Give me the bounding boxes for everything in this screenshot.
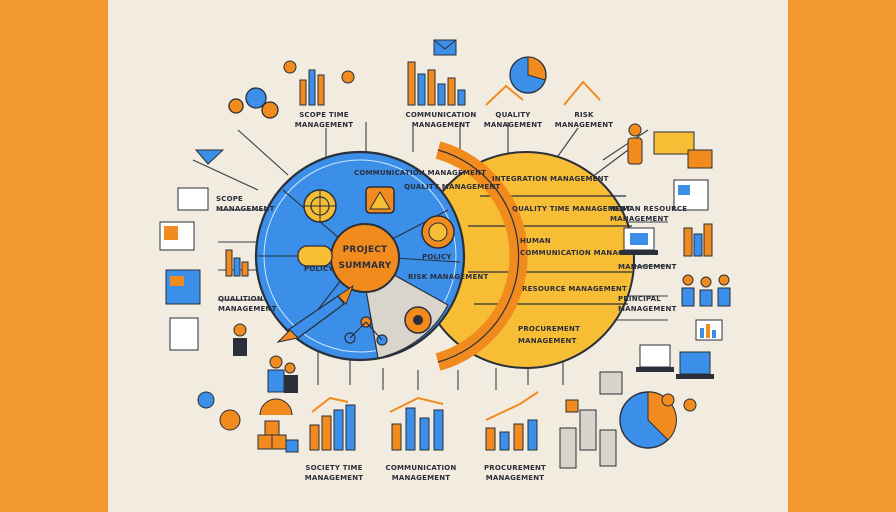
right-orange-band (788, 0, 896, 512)
yellow-label-1: INTEGRATION MANAGEMENT (492, 175, 609, 183)
laptop-icon (620, 227, 714, 379)
left-label-1b: MANAGEMENT (216, 205, 275, 213)
infographic-svg (159, 39, 731, 469)
bottom-label-3b: MANAGEMENT (485, 474, 545, 482)
gear-icon (197, 391, 241, 431)
top-label-1a: SCOPE TIME (299, 111, 349, 119)
right-label-1a: HUMAN RESOURCE (610, 205, 688, 213)
blue-label-right: POLICY (422, 253, 452, 261)
yellow-label-4: RESOURCE MANAGEMENT (522, 285, 627, 293)
warning-icon (365, 186, 395, 214)
location-pin-icon (283, 60, 355, 84)
top-label-2b: MANAGEMENT (411, 121, 471, 129)
envelope-icon (433, 39, 457, 56)
bar-chart-icon (225, 249, 249, 277)
gear-icon (228, 87, 279, 119)
blue-label-top2: QUALITY MANAGEMENT (404, 183, 501, 191)
left-label-1a: SCOPE (216, 195, 244, 203)
yellow-label-2: QUALITY TIME MANAGEMENT (512, 205, 631, 213)
paper-plane-icon (194, 149, 225, 165)
infographic-canvas: PROJECT SUMMARY COMMUNICATION MANAGEMENT… (108, 0, 788, 512)
gear-icon (404, 306, 432, 334)
bar-chart-icon (309, 391, 539, 451)
yellow-label-3b: COMMUNICATION MANAGEMENT (520, 249, 653, 257)
blue-label-top: COMMUNICATION MANAGEMENT (354, 169, 487, 177)
bottom-label-3a: PROCUREMENT (483, 464, 547, 472)
network-icon (344, 316, 388, 346)
line-chart-icon (485, 80, 601, 106)
right-label-1b: MANAGEMENT (610, 215, 669, 223)
top-label-3b: MANAGEMENT (483, 121, 543, 129)
document-icon (159, 187, 209, 351)
yellow-label-5b: MANAGEMENT (518, 337, 577, 345)
center-circle (330, 223, 400, 293)
bar-chart-icon (683, 223, 723, 341)
right-label-2: MANAGEMENT (618, 263, 677, 271)
bar-chart-icon (299, 61, 466, 106)
top-label-2a: COMMUNICATION (405, 111, 477, 119)
center-title: PROJECT (342, 245, 388, 255)
arch-icon (259, 398, 293, 416)
bottom-label-2b: MANAGEMENT (391, 474, 451, 482)
bottom-label-1b: MANAGEMENT (304, 474, 364, 482)
pie-chart-icon (509, 56, 547, 94)
cloud-icon (297, 245, 333, 267)
right-label-3b: MANAGEMENT (618, 305, 677, 313)
blue-label-right2: RISK MANAGEMENT (408, 273, 489, 281)
person-icon (233, 323, 298, 393)
cube-stack-icon (257, 420, 299, 453)
bottom-label-1a: SOCIETY TIME (305, 464, 363, 472)
right-label-3a: PRINCIPAL (618, 295, 661, 303)
yellow-label-3a: HUMAN (520, 237, 551, 245)
top-label-4a: RISK (574, 111, 594, 119)
top-label-1b: MANAGEMENT (294, 121, 354, 129)
rocket-icon (276, 284, 355, 343)
bar-chart-icon (653, 131, 713, 169)
pie-chart-icon (619, 391, 677, 449)
left-orange-band (0, 0, 108, 512)
yellow-label-5a: PROCUREMENT (518, 325, 581, 333)
document-icon (673, 179, 709, 211)
blue-label-left: POLICY (304, 265, 334, 273)
cloud-icon (661, 393, 697, 412)
person-icon (681, 274, 731, 307)
left-label-2a: QUALITION (218, 295, 263, 303)
person-icon (627, 123, 643, 165)
cube-stack-icon (559, 371, 623, 469)
top-label-4b: MANAGEMENT (554, 121, 614, 129)
gauge-icon (421, 215, 455, 249)
center-subtitle: SUMMARY (338, 261, 392, 271)
top-label-3a: QUALITY (495, 111, 531, 119)
bottom-label-2a: COMMUNICATION (385, 464, 457, 472)
left-label-2b: MANAGEMENT (218, 305, 277, 313)
target-icon (303, 189, 337, 223)
